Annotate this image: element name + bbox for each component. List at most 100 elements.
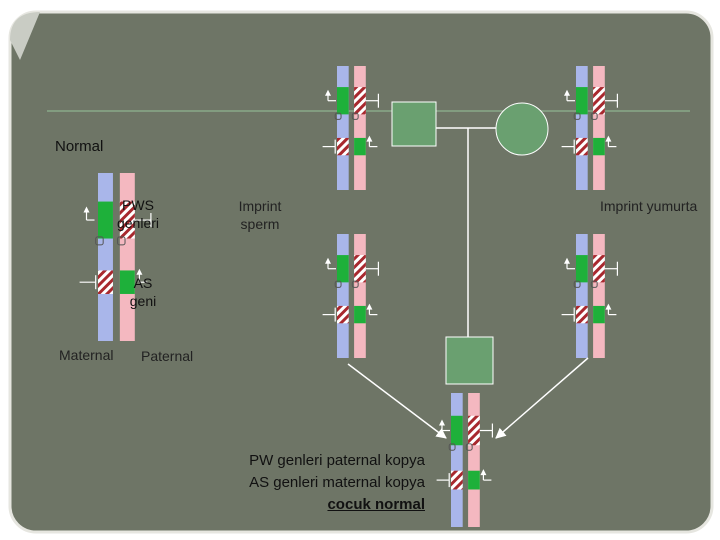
- sperm-imprint-pair: [322, 234, 379, 358]
- sperm-imprint-pair-as-block: [322, 307, 336, 322]
- egg-imprint-pair-pws-arrow: [564, 257, 575, 270]
- imprint-egg-label: Imprint yumurta: [600, 198, 698, 214]
- child-pair-pws-block: [479, 423, 493, 438]
- sperm-imprint-pair-pws-arrow-head: [325, 257, 331, 264]
- normal-label: Normal: [55, 138, 104, 155]
- egg-imprint-pair-paternal-body: [593, 234, 605, 358]
- child-pair-as-arrow: [480, 469, 492, 481]
- mother-pair-maternal: [573, 66, 588, 190]
- egg-imprint-pair-maternal: [573, 234, 588, 358]
- father-pair-pws-block: [365, 93, 379, 108]
- mother-pair-paternal-pws-region: [593, 87, 605, 115]
- egg-imprint-pair-as-arrow-head: [605, 303, 612, 310]
- egg-imprint-pair: [561, 234, 619, 358]
- sperm-imprint-pair-paternal: [351, 234, 366, 358]
- sperm-imprint-pair-as-arrow: [366, 303, 378, 316]
- legend-pair-as-arrow-head: [136, 268, 143, 275]
- legend-pair-maternal-knob: [95, 236, 104, 246]
- mother-pair-pws-arrow: [564, 89, 575, 102]
- child-pair-as-arrow-head: [480, 469, 487, 476]
- egg-imprint-pair-paternal: [590, 234, 605, 358]
- sperm-imprint-pair-paternal-pws-region: [354, 255, 366, 283]
- sperm-imprint-pair-maternal-body: [337, 234, 349, 358]
- mother-pair: [561, 66, 619, 190]
- father-pair-paternal-knob: [351, 112, 359, 120]
- mother-pair-maternal-as-region: [576, 137, 588, 156]
- child-pair-maternal: [448, 393, 463, 527]
- sperm-imprint-pair-paternal-as-region: [354, 305, 366, 324]
- child-pair-maternal-body: [451, 393, 463, 527]
- as-gene-label: AS geni: [129, 275, 157, 309]
- father-pair-as-arrow: [366, 135, 378, 148]
- note-line-2: AS genleri maternal kopya: [249, 474, 425, 491]
- legend-pair-paternal: [117, 173, 135, 341]
- egg-imprint-pair-maternal-body: [576, 234, 588, 358]
- legend-pair-as-block: [79, 275, 97, 290]
- father-pair-maternal-as-region: [337, 137, 349, 156]
- father-pair-maternal: [334, 66, 349, 190]
- father-pair-paternal: [351, 66, 366, 190]
- mother-pair-as-block: [561, 139, 575, 154]
- father-square-symbol: [391, 101, 437, 147]
- father-pair-maternal-pws-region: [337, 87, 349, 115]
- child-pair-maternal-as-region: [451, 470, 463, 490]
- note-line-1: PW genleri paternal kopya: [249, 452, 425, 469]
- sperm-imprint-pair-paternal-body: [354, 234, 366, 358]
- egg-imprint-pair-paternal-as-region: [593, 305, 605, 324]
- mother-pair-paternal: [590, 66, 605, 190]
- child-pair-pws-arrow-head: [439, 419, 445, 426]
- egg-imprint-pair-paternal-pws-region: [593, 255, 605, 283]
- father-pair-maternal-body: [337, 66, 349, 190]
- father-pair-pws-arrow-head: [325, 89, 331, 96]
- child-pair-maternal-pws-region: [451, 415, 463, 446]
- maternal-label: Maternal: [59, 347, 114, 363]
- sperm-imprint-pair-pws-arrow: [325, 257, 336, 270]
- legend-pair-maternal-pws-region: [98, 201, 113, 239]
- pedigree-lines: [436, 127, 496, 337]
- sperm-imprint-pair-pws-block: [365, 261, 379, 276]
- imprint-sperm-label: Imprint sperm: [238, 198, 282, 232]
- father-pair-paternal-as-region: [354, 137, 366, 156]
- father-pair-paternal-pws-region: [354, 87, 366, 115]
- egg-imprint-pair-maternal-knob: [573, 280, 581, 288]
- mother-pair-pws-arrow-head: [564, 89, 570, 96]
- egg-imprint-pair-as-arrow: [605, 303, 617, 316]
- child-square-symbol: [445, 336, 494, 385]
- egg-imprint-pair-paternal-knob: [590, 280, 598, 288]
- egg-imprint-pair-pws-arrow-head: [564, 257, 570, 264]
- mother-pair-maternal-pws-region: [576, 87, 588, 115]
- note-line-3: cocuk normal: [327, 496, 425, 513]
- mother-pair-paternal-knob: [590, 112, 598, 120]
- sperm-imprint-pair-maternal: [334, 234, 349, 358]
- sperm-imprint-pair-maternal-as-region: [337, 305, 349, 324]
- legend-pair-pws-block: [134, 213, 152, 228]
- child-pair-paternal-pws-region: [468, 415, 480, 446]
- legend-pair-pws-arrow-head: [83, 206, 90, 213]
- mother-pair-paternal-as-region: [593, 137, 605, 156]
- child-pair-paternal-as-region: [468, 470, 480, 490]
- legend-pair-paternal-pws-region: [119, 201, 135, 239]
- mother-pair-paternal-body: [593, 66, 605, 190]
- legend-pair-paternal-as-region: [119, 270, 135, 294]
- legend-pair-pws-arrow: [83, 206, 95, 221]
- mother-pair-maternal-body: [576, 66, 588, 190]
- pws-genes-label: PWS genleri: [116, 197, 160, 231]
- sperm-imprint-pair-maternal-pws-region: [337, 255, 349, 283]
- legend-pair-maternal-as-region: [98, 270, 113, 294]
- child-pair-paternal-body: [468, 393, 480, 527]
- father-pair-as-arrow-head: [366, 135, 373, 142]
- paternal-label: Paternal: [141, 348, 194, 364]
- inheritance-arrows: [347, 357, 589, 439]
- mother-circle-symbol: [495, 102, 549, 156]
- legend-pair-as-arrow: [136, 268, 148, 283]
- egg-imprint-pair-pws-block: [604, 261, 619, 276]
- egg-imprint-pair-as-block: [561, 307, 575, 322]
- sperm-imprint-pair-maternal-knob: [334, 280, 342, 288]
- father-pair: [322, 66, 379, 190]
- father-pair-paternal-body: [354, 66, 366, 190]
- sperm-imprint-pair-as-arrow-head: [366, 303, 373, 310]
- child-pair-paternal-knob: [465, 443, 473, 451]
- mother-pair-as-arrow-head: [605, 135, 612, 142]
- egg-imprint-pair-maternal-pws-region: [576, 255, 588, 283]
